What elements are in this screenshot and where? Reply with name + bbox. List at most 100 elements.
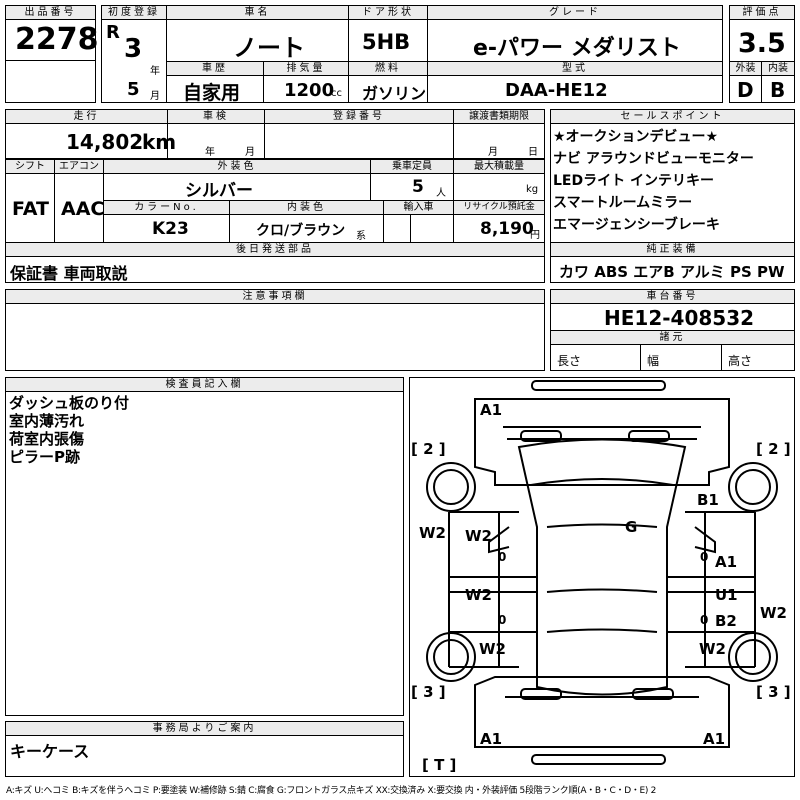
reg-year: 3 [124,34,143,64]
front-bumper [531,380,666,391]
inspection-label: 車検 [167,109,265,124]
import-cell [383,214,454,243]
mark-zero: 0 [498,550,507,564]
inspector-note: ピラーP跡 [9,448,80,466]
ac: AAC [61,198,105,220]
rear-bumper [531,754,666,765]
mark-w2-rear-door-left: W2 [465,586,492,604]
int-cell [761,75,795,103]
mark-bracket-bottom-right: [ 3 ] [756,683,791,701]
transfer-month-unit: 月 [488,147,498,158]
inspector-note: 荷室内張傷 [9,430,85,448]
wheel-rear-right [728,632,778,682]
shift: FAT [12,198,49,220]
mark-w2-rear-right: W2 [699,640,726,658]
length-label: 長さ [557,354,582,368]
body-outline [517,438,687,696]
model-cell [427,75,723,103]
sales-item: ★オークションデビュー★ [553,129,719,145]
mark-a1-front-left: A1 [480,401,503,419]
color-label: 外装色 [103,159,371,174]
inspector-label: 検査員記入欄 [5,377,404,392]
history: 自家用 [183,82,241,104]
mileage: 14,802 [66,130,144,154]
import-label: 輸入車 [383,200,454,215]
office-cell [5,735,404,777]
mark-a1-right-door: A1 [715,553,738,571]
lot-number: 2278 [15,22,99,57]
shift-label: シフト [5,159,55,174]
sales-item: ナビ アラウンドビューモニター [553,151,754,167]
equip: カワ ABS エアB アルミ PS PW [559,263,785,281]
inspector-note: ダッシュ板のり付 [9,394,130,412]
model: DAA-HE12 [505,80,608,101]
load-unit: kg [526,184,539,195]
later-parts: 保証書 車両取説 [10,264,128,283]
ac-label: エアコン [54,159,104,174]
mark-bracket-top-left: [ 2 ] [411,440,446,458]
office-label: 事務局よりご案内 [5,721,404,736]
chassis-label: 車台番号 [550,289,795,304]
damage-legend: A:キズ U:ヘコミ B:キズを伴うヘコミ P:要塗装 W:補修跡 S:錆 C:… [6,786,657,796]
rear-hatch [474,676,730,748]
load-label: 最大積載量 [453,159,545,174]
mark-zero: 0 [498,613,507,627]
wheel-front-left [426,462,476,512]
inspector-notes: ダッシュ板のり付 室内薄汚れ 荷室内張傷 ピラーP跡 [9,394,129,466]
ext-score: D [737,78,754,102]
dims-label: 諸元 [550,330,795,345]
fuel-label: 燃料 [348,61,428,76]
import-divider [410,214,411,243]
displacement: 1200 [284,80,335,101]
int-label: 内装 [761,61,795,76]
mark-zero: 0 [700,613,709,627]
mark-u1: U1 [715,586,738,604]
office-text: キーケース [10,742,90,761]
damage-diagram-frame [409,377,795,777]
mark-zero: 0 [700,550,709,564]
grade: e-パワー メダリスト [473,36,681,61]
mark-b1: B1 [697,491,719,509]
capacity-label: 乗車定員 [370,159,454,174]
mark-bracket-top-right: [ 2 ] [756,440,791,458]
width-label: 幅 [647,354,660,368]
sales-list: ★オークションデビュー★ ナビ アラウンドビューモニター LEDライト インテリ… [553,126,754,236]
int-score: B [770,78,786,102]
hood [474,398,730,486]
sales-item: スマートルームミラー [553,195,693,211]
sales-label: セールスポイント [550,109,795,124]
score-label: 評価点 [729,5,795,20]
year-unit: 年 [150,66,160,77]
chassis-number: HE12-408532 [604,306,755,330]
inspection-year-unit: 年 [205,147,215,158]
recycle-unit: 円 [530,230,540,241]
interior: クロ/ブラウン [256,223,346,239]
mark-bracket-bottom-left: [ 3 ] [411,683,446,701]
history-label: 車歴 [166,61,264,76]
height-label: 高さ [728,354,753,368]
mark-w2-left-outer: W2 [419,524,446,542]
mileage-label: 走行 [5,109,168,124]
ext-label: 外装 [729,61,762,76]
month-unit: 月 [150,91,160,102]
interior-suffix: 系 [356,231,366,242]
sales-item: LEDライト インテリキー [553,173,714,189]
equip-cell [550,256,795,283]
inspector-cell [5,391,404,716]
later-cell [5,256,545,283]
sales-item: エマージェンシーブレーキ [553,217,720,233]
transfer-label: 譲渡書類期限 [453,109,545,124]
later-label: 後日発送部品 [5,242,545,257]
notes-cell [5,303,545,371]
mark-a1-rear-left: A1 [480,730,503,748]
mark-w2-front-door-left: W2 [465,527,492,545]
score: 3.5 [738,28,786,59]
recycle: 8,190 [480,219,534,239]
era: R [106,22,120,43]
lot-label: 出品番号 [5,5,96,20]
wheel-rear-left [426,632,476,682]
color: シルバー [185,181,253,201]
lot-blank-cell [5,60,96,103]
transfer-day-unit: 日 [528,147,538,158]
color-no-label: カラーNo. [103,200,230,215]
